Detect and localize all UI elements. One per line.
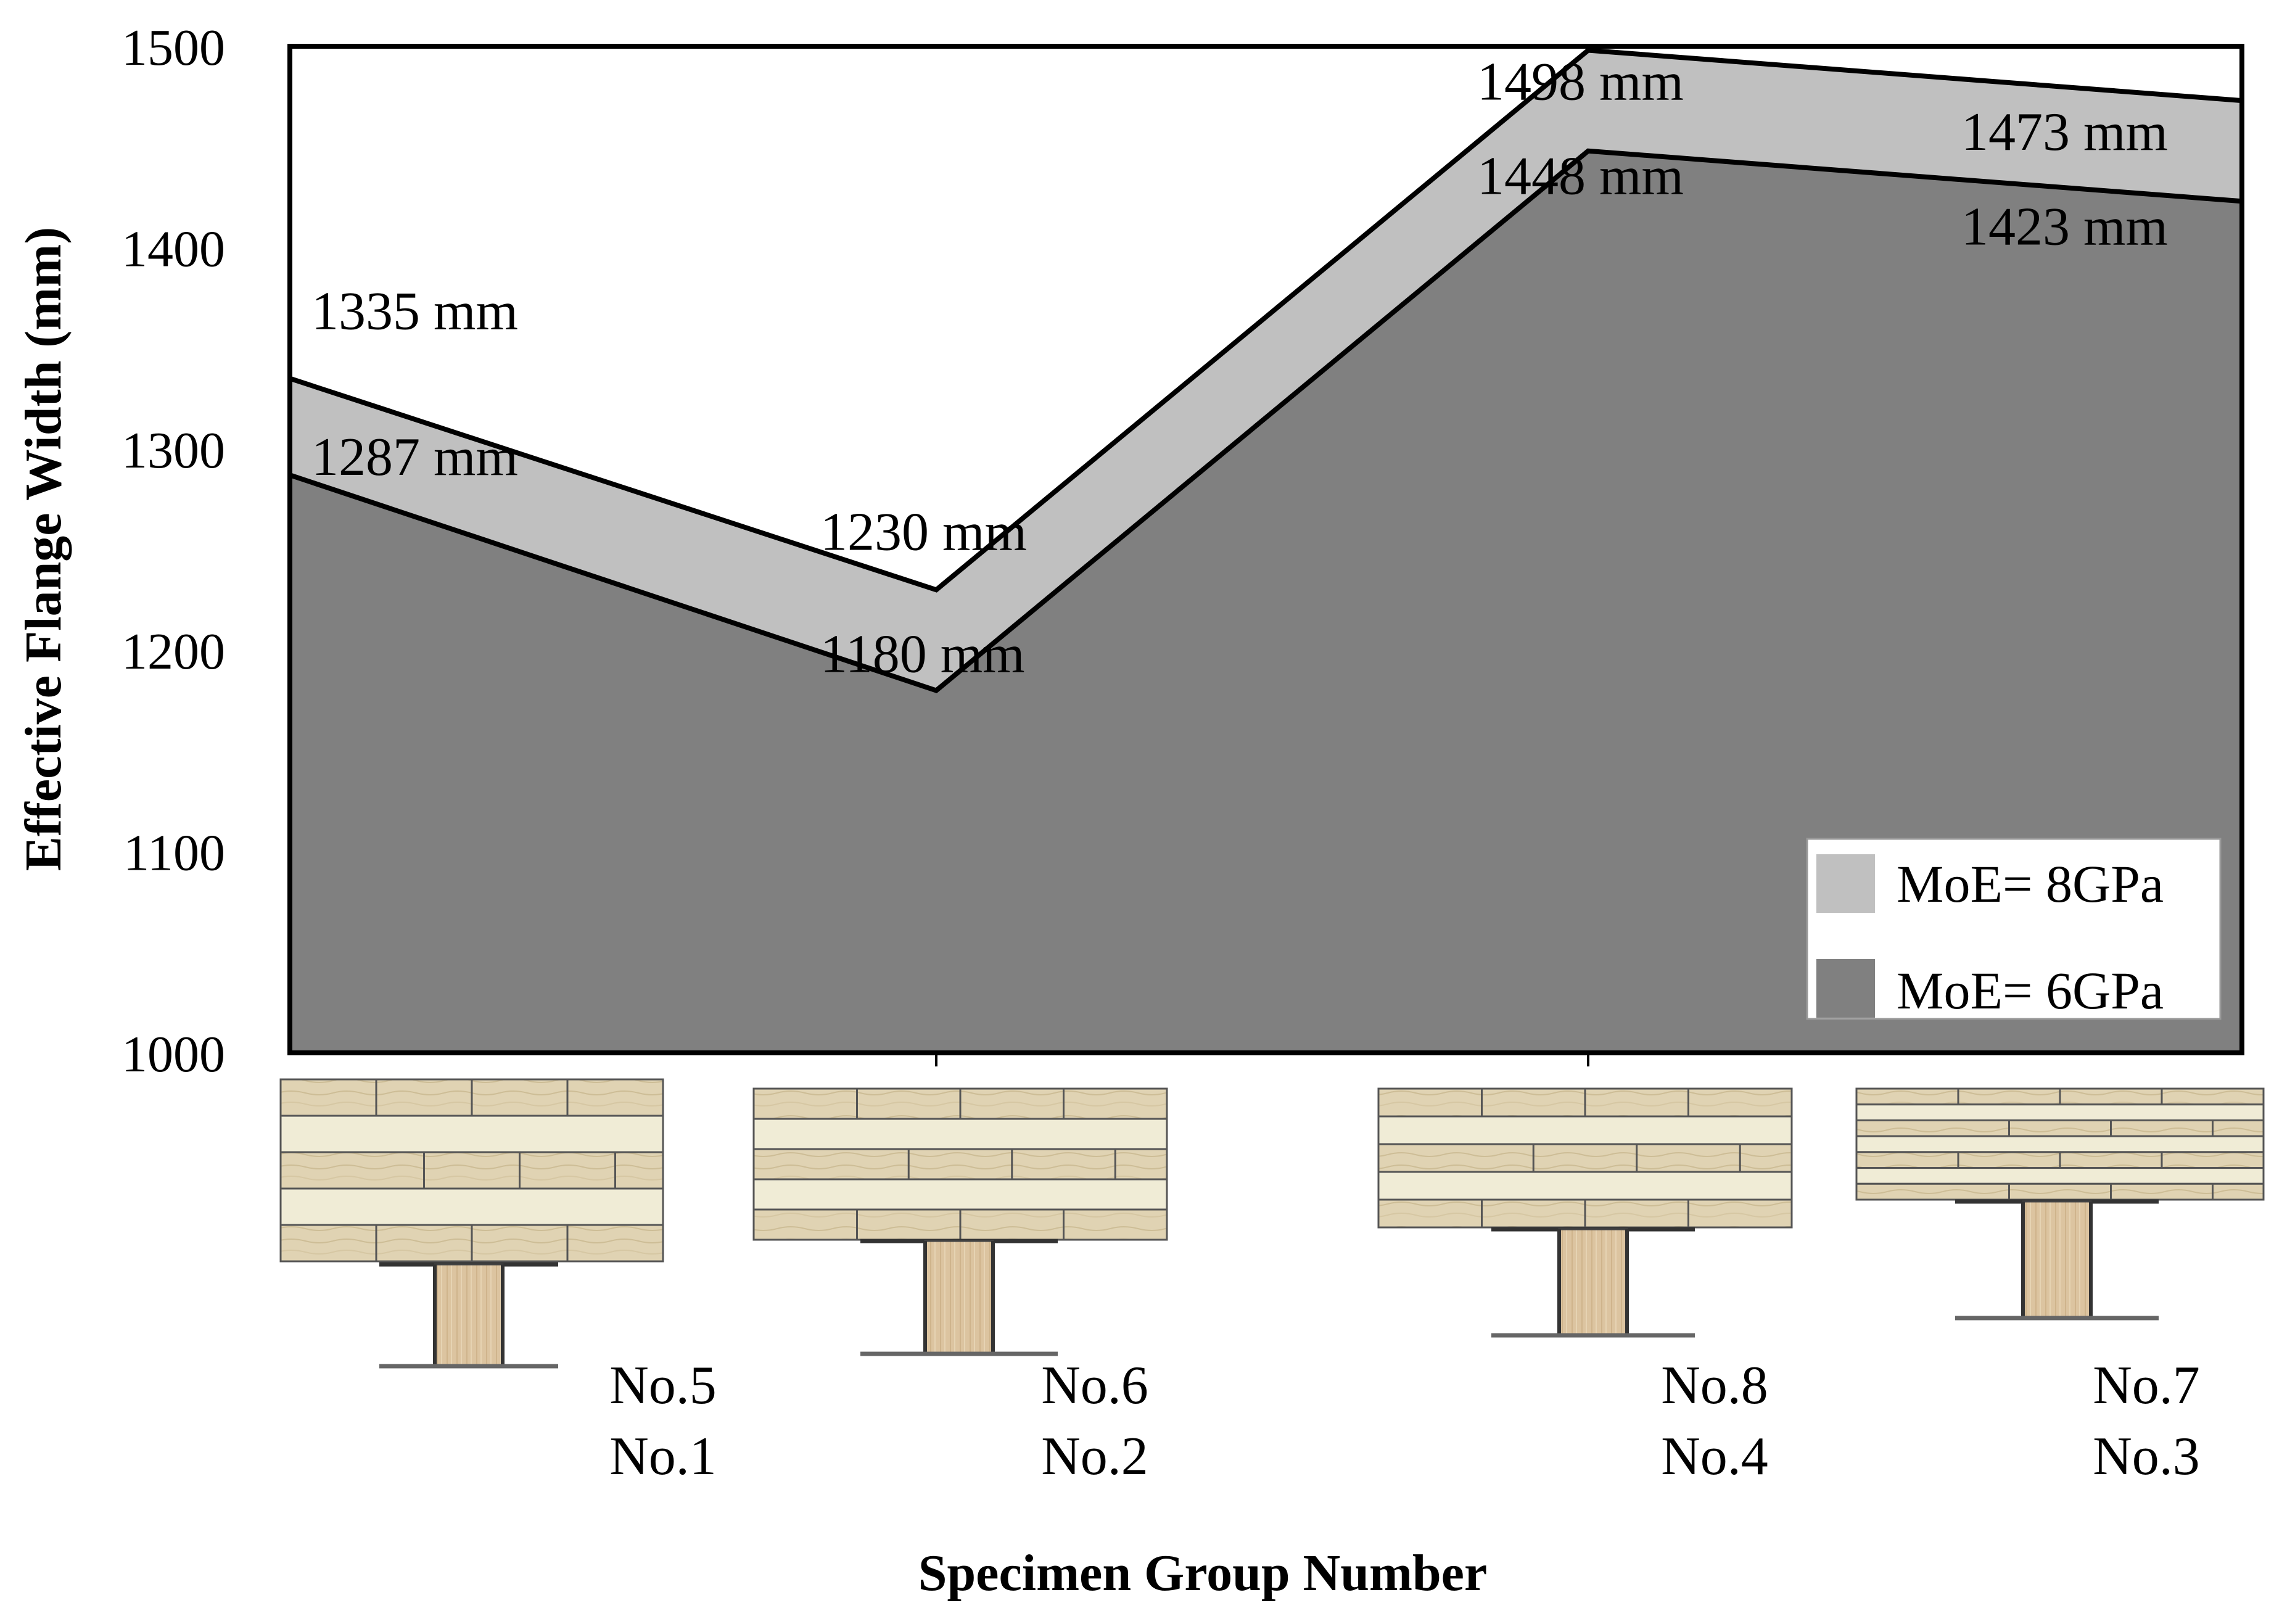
clt-layer xyxy=(1377,1143,1793,1173)
category-label-top: No.6 xyxy=(1041,1356,1148,1416)
y-tick-label: 1500 xyxy=(122,19,225,76)
glulam-web xyxy=(1558,1228,1628,1337)
clt-layer xyxy=(1855,1167,2265,1185)
legend-swatch-moe-8gpa xyxy=(1816,854,1875,913)
clt-layer xyxy=(752,1118,1168,1150)
clt-layer xyxy=(279,1151,664,1190)
legend-swatch-moe-6gpa xyxy=(1816,959,1875,1018)
glulam-web xyxy=(434,1263,504,1367)
clt-layer xyxy=(279,1187,664,1226)
category-label-top: No.8 xyxy=(1661,1356,1768,1416)
y-tick-label: 1400 xyxy=(122,220,225,278)
clt-layer xyxy=(1855,1103,2265,1121)
clt-layer xyxy=(1377,1115,1793,1145)
y-tick-label: 1300 xyxy=(122,422,225,479)
y-tick-label: 1200 xyxy=(122,623,225,680)
value-label: 1473 mm xyxy=(1961,102,2168,162)
legend-label-moe-8gpa: MoE= 8GPa xyxy=(1897,854,2164,913)
legend-box xyxy=(1806,838,2222,1020)
line-moe-8gpa xyxy=(289,47,2243,593)
category-label-bottom: No.1 xyxy=(609,1427,717,1486)
category-label-bottom: No.2 xyxy=(1041,1427,1148,1486)
line-moe-6gpa xyxy=(289,148,2243,693)
value-labels: 1335 mm 1230 mm 1498 mm 1473 mm 1287 mm 1180 … xyxy=(311,52,2168,685)
value-label: 1448 mm xyxy=(1477,147,1684,207)
area-moe-6gpa xyxy=(290,150,2242,1053)
x-axis-ticks xyxy=(935,1053,1589,1066)
category-label-top: No.7 xyxy=(2093,1356,2200,1416)
legend-label-moe-6gpa: MoE= 6GPa xyxy=(1897,961,2164,1020)
clt-layer xyxy=(1855,1182,2265,1201)
specimen-cross-sections xyxy=(279,1078,2265,1369)
legend: MoE= 8GPa MoE= 6GPa xyxy=(1806,838,2222,1020)
value-label: 1180 mm xyxy=(820,624,1025,684)
category-labels: No.5No.1 No.6No.2 No.8No.4 No.7No.3 xyxy=(609,1356,2200,1486)
glulam-web xyxy=(2022,1200,2092,1319)
clt-layer xyxy=(279,1115,664,1153)
specimen-drawing xyxy=(279,1078,664,1369)
category-label-bottom: No.4 xyxy=(1661,1427,1768,1486)
x-axis-title: Specimen Group Number xyxy=(918,1544,1487,1602)
category-label-bottom: No.3 xyxy=(2093,1427,2200,1486)
plot-frame xyxy=(287,44,2244,1055)
y-tick-label: 1100 xyxy=(123,825,225,882)
clt-layer xyxy=(1855,1135,2265,1153)
glulam-web xyxy=(924,1240,994,1355)
value-label: 1335 mm xyxy=(311,282,518,342)
clt-layer xyxy=(752,1148,1168,1181)
y-tick-label: 1000 xyxy=(122,1026,225,1083)
y-axis-ticks: 1000 1100 1200 1300 1400 1500 xyxy=(122,19,225,1083)
y-axis-title: Effective Flange Width (mm) xyxy=(15,227,72,871)
plot-areas xyxy=(289,47,2243,1053)
category-label-top: No.5 xyxy=(609,1356,717,1416)
value-label: 1287 mm xyxy=(311,427,518,487)
value-label: 1498 mm xyxy=(1477,52,1684,112)
specimen-drawing xyxy=(1377,1087,1793,1338)
clt-layer xyxy=(1377,1171,1793,1201)
value-label: 1230 mm xyxy=(820,502,1027,562)
clt-layer xyxy=(752,1178,1168,1211)
value-label: 1423 mm xyxy=(1961,197,2168,257)
specimen-drawing xyxy=(752,1087,1168,1356)
clt-layer xyxy=(1855,1119,2265,1137)
specimen-drawing xyxy=(1855,1087,2265,1321)
